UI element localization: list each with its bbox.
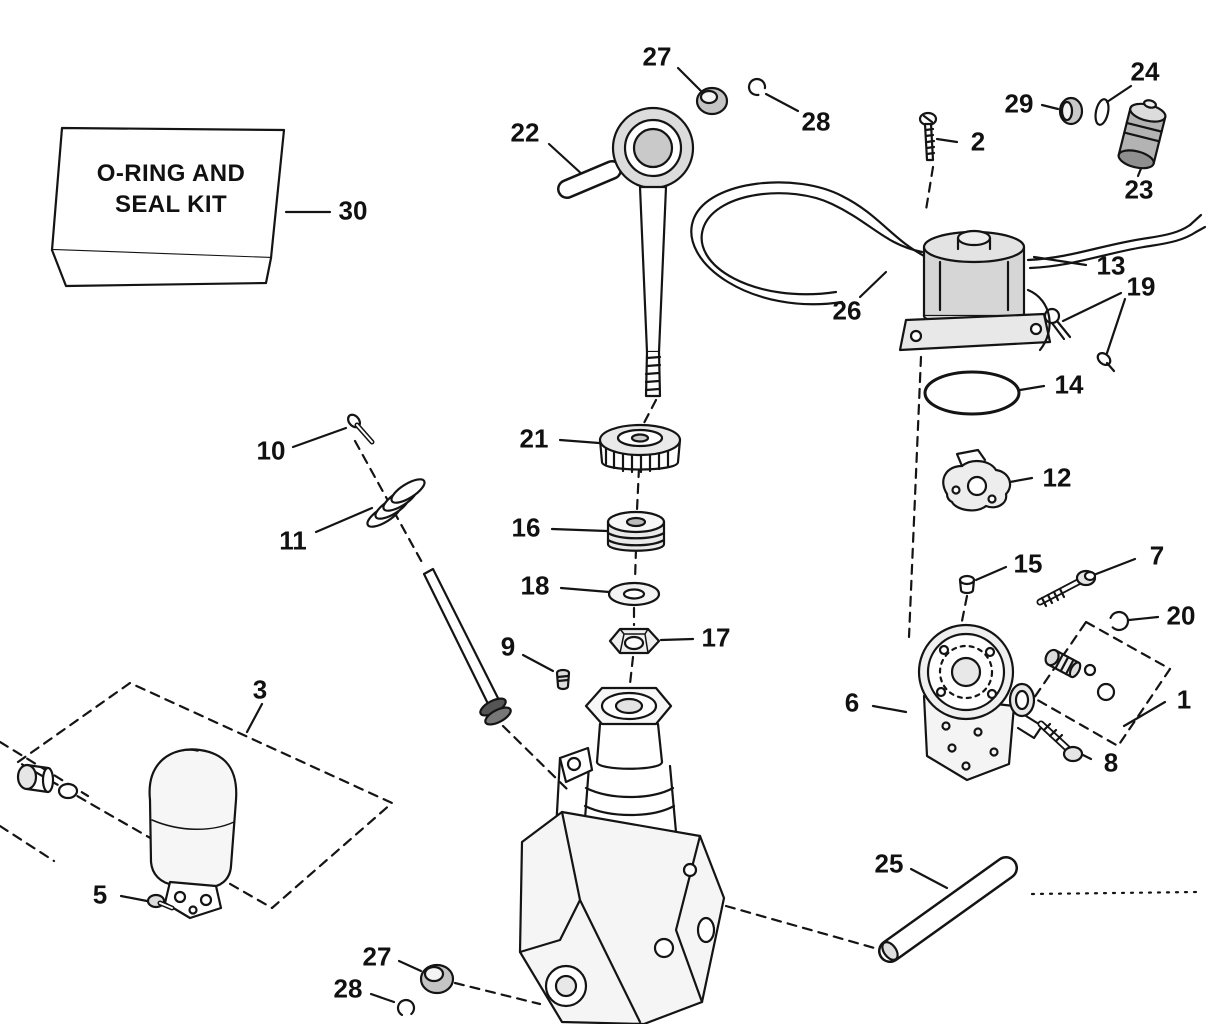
- callout-7: 7: [1149, 540, 1165, 571]
- part-oring-14: [923, 370, 1021, 416]
- callout-18: 18: [520, 570, 550, 601]
- kit-box-label: O-RING AND SEAL KIT: [76, 158, 266, 220]
- kit-box-outline: [50, 126, 286, 288]
- part-cap-21: [598, 423, 682, 474]
- callout-9: 9: [500, 631, 516, 662]
- part-screw-10: [346, 413, 375, 445]
- callout-21: 21: [519, 423, 549, 454]
- kit-box-label-line2: SEAL KIT: [114, 191, 228, 219]
- callout-11: 11: [279, 525, 307, 556]
- callout-16: 16: [511, 512, 541, 543]
- callout-3: 3: [252, 674, 268, 705]
- part-clip-19: [1043, 307, 1116, 373]
- callout-24: 24: [1130, 56, 1160, 87]
- part-snapring-20: [1108, 610, 1130, 632]
- part-wire-harness-26: [690, 181, 1207, 306]
- callout-25: 25: [874, 848, 904, 879]
- callout-27-top: 27: [642, 41, 672, 72]
- part-pump-cover-12: [942, 448, 1012, 512]
- part-screw-5: [146, 893, 175, 911]
- part-bolt-7: [1036, 569, 1097, 608]
- callout-23: 23: [1124, 174, 1154, 205]
- part-screw-2: [918, 111, 938, 162]
- part-manifold-6: [917, 623, 1044, 782]
- part-bolt-8: [1037, 720, 1084, 763]
- callout-15: 15: [1013, 548, 1043, 579]
- part-nut-17: [608, 627, 661, 655]
- callout-19: 19: [1126, 271, 1156, 302]
- kit-box-label-line1: O-RING AND: [96, 160, 246, 187]
- callout-17: 17: [701, 622, 731, 653]
- callout-1: 1: [1176, 684, 1192, 715]
- callout-29: 29: [1004, 88, 1034, 119]
- part-seal-kit-1: [1032, 620, 1172, 748]
- part-piston-16: [606, 510, 666, 552]
- callout-10: 10: [256, 435, 286, 466]
- part-motor-13: [898, 229, 1052, 352]
- part-main-housing: [518, 686, 726, 1024]
- part-rod-25: [878, 856, 1018, 963]
- callout-6: 6: [844, 687, 860, 718]
- callout-13: 13: [1096, 250, 1126, 281]
- part-cap-29: [1058, 96, 1084, 126]
- callout-2: 2: [970, 126, 986, 157]
- part-connector-23: [1117, 99, 1167, 170]
- callout-28-bottom: 28: [333, 973, 363, 1004]
- part-setscrew-9: [555, 668, 571, 691]
- part-cap-27-top: [695, 86, 729, 116]
- part-snapring-28-top: [747, 77, 767, 97]
- part-plug-15: [958, 574, 976, 595]
- part-reservoir-3: [0, 681, 394, 920]
- assembly-guides: [353, 165, 1200, 1006]
- callout-5: 5: [92, 879, 108, 910]
- part-cap-27-bottom: [419, 963, 455, 995]
- part-snapring-28-bottom: [396, 998, 416, 1018]
- callout-30: 30: [338, 195, 368, 226]
- leader-lines: [119, 66, 1167, 1004]
- part-tilt-rod-22: [557, 106, 695, 398]
- callout-14: 14: [1054, 369, 1084, 400]
- part-washer-18: [607, 581, 661, 607]
- part-spring-11: [366, 478, 426, 528]
- callout-26: 26: [832, 295, 862, 326]
- callout-20: 20: [1166, 600, 1196, 631]
- callout-12: 12: [1042, 462, 1072, 493]
- part-shaft-seal: [422, 567, 512, 726]
- part-oring-24: [1094, 98, 1110, 126]
- callout-28-top: 28: [801, 106, 831, 137]
- callout-8: 8: [1103, 747, 1119, 778]
- callout-27-bottom: 27: [362, 941, 392, 972]
- callout-22: 22: [510, 117, 540, 148]
